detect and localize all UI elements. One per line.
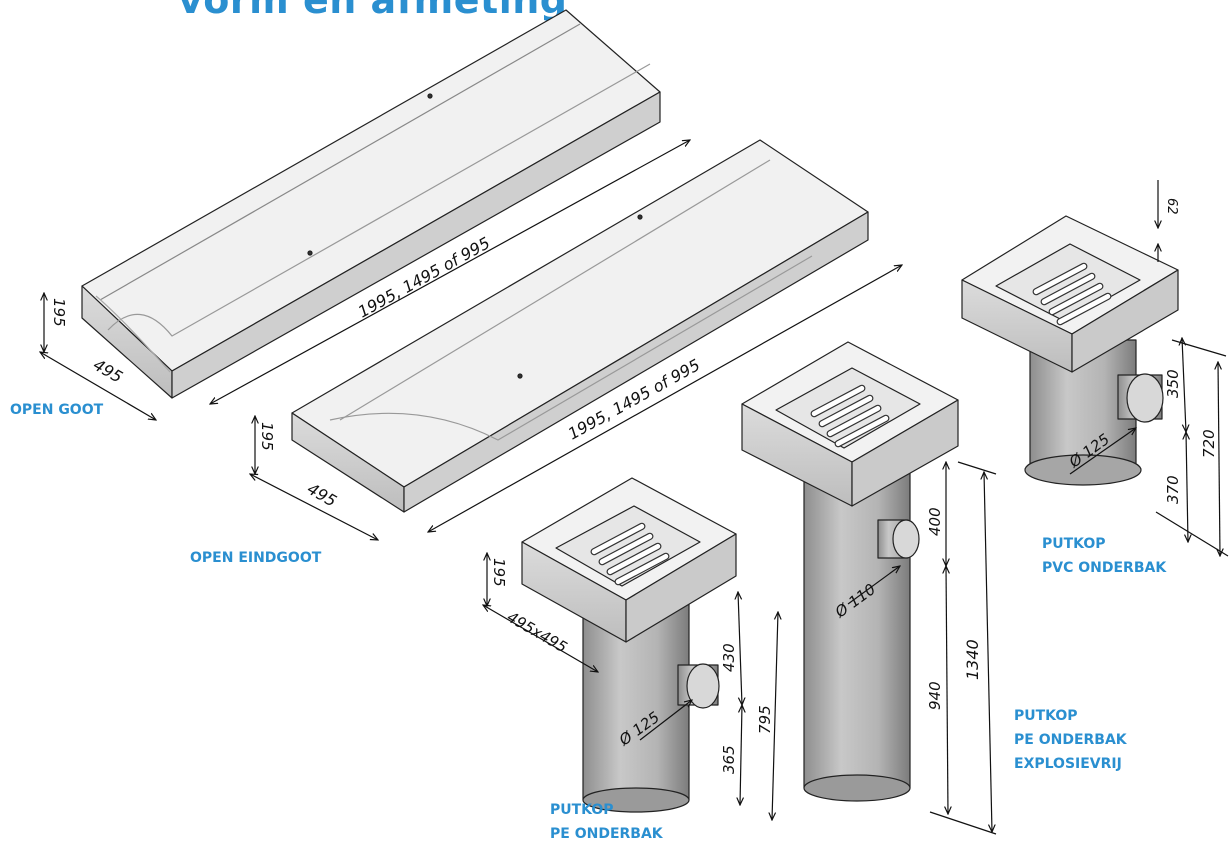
label-open-goot: OPEN GOOT <box>10 402 104 418</box>
putkop-pvc-drawing <box>961 215 1179 486</box>
dim-goot-width: 495 <box>90 355 126 387</box>
dim-pvc-lower: 370 <box>1164 475 1182 504</box>
label-putkop-pvc: PUTKOP PVC ONDERBAK <box>1042 532 1166 580</box>
label-open-eindgoot: OPEN EINDGOOT <box>190 550 322 566</box>
label-putkop-pe-line-2: PE ONDERBAK <box>550 826 663 842</box>
label-putkop-explosievrij-line-1: PUTKOP <box>1014 708 1078 724</box>
dim-pe-head-height: 195 <box>490 558 508 587</box>
dim-pe-head-size: 495x495 <box>504 608 570 657</box>
label-putkop-explosievrij-line-2: PE ONDERBAK <box>1014 732 1127 748</box>
page-heading: vorm en afmeting <box>178 0 568 22</box>
dimension-lines <box>40 140 1229 835</box>
label-putkop-pe: PUTKOP PE ONDERBAK <box>550 798 663 846</box>
label-putkop-pvc-line-2: PVC ONDERBAK <box>1042 560 1167 576</box>
dim-goot-height: 195 <box>50 298 68 327</box>
dim-pe-lower: 365 <box>720 745 738 774</box>
label-putkop-explosievrij: PUTKOP PE ONDERBAK EXPLOSIEVRIJ <box>1014 704 1127 776</box>
label-putkop-pvc-line-1: PUTKOP <box>1042 536 1106 552</box>
dim-pe-total: 795 <box>756 705 774 734</box>
dim-pvc-upper: 350 <box>1164 369 1182 398</box>
dim-eindgoot-width: 495 <box>304 479 340 511</box>
dim-eindgoot-height: 195 <box>258 422 276 451</box>
dim-pvc-total: 720 <box>1200 429 1218 458</box>
dim-pvc-top: 62 <box>1164 198 1179 215</box>
label-putkop-explosievrij-line-3: EXPLOSIEVRIJ <box>1014 756 1122 772</box>
label-putkop-pe-line-1: PUTKOP <box>550 802 614 818</box>
dim-ex-upper: 400 <box>926 507 944 536</box>
dim-ex-lower: 940 <box>926 681 944 710</box>
dim-pe-upper: 430 <box>720 643 738 672</box>
dim-ex-total: 1340 <box>963 639 982 680</box>
